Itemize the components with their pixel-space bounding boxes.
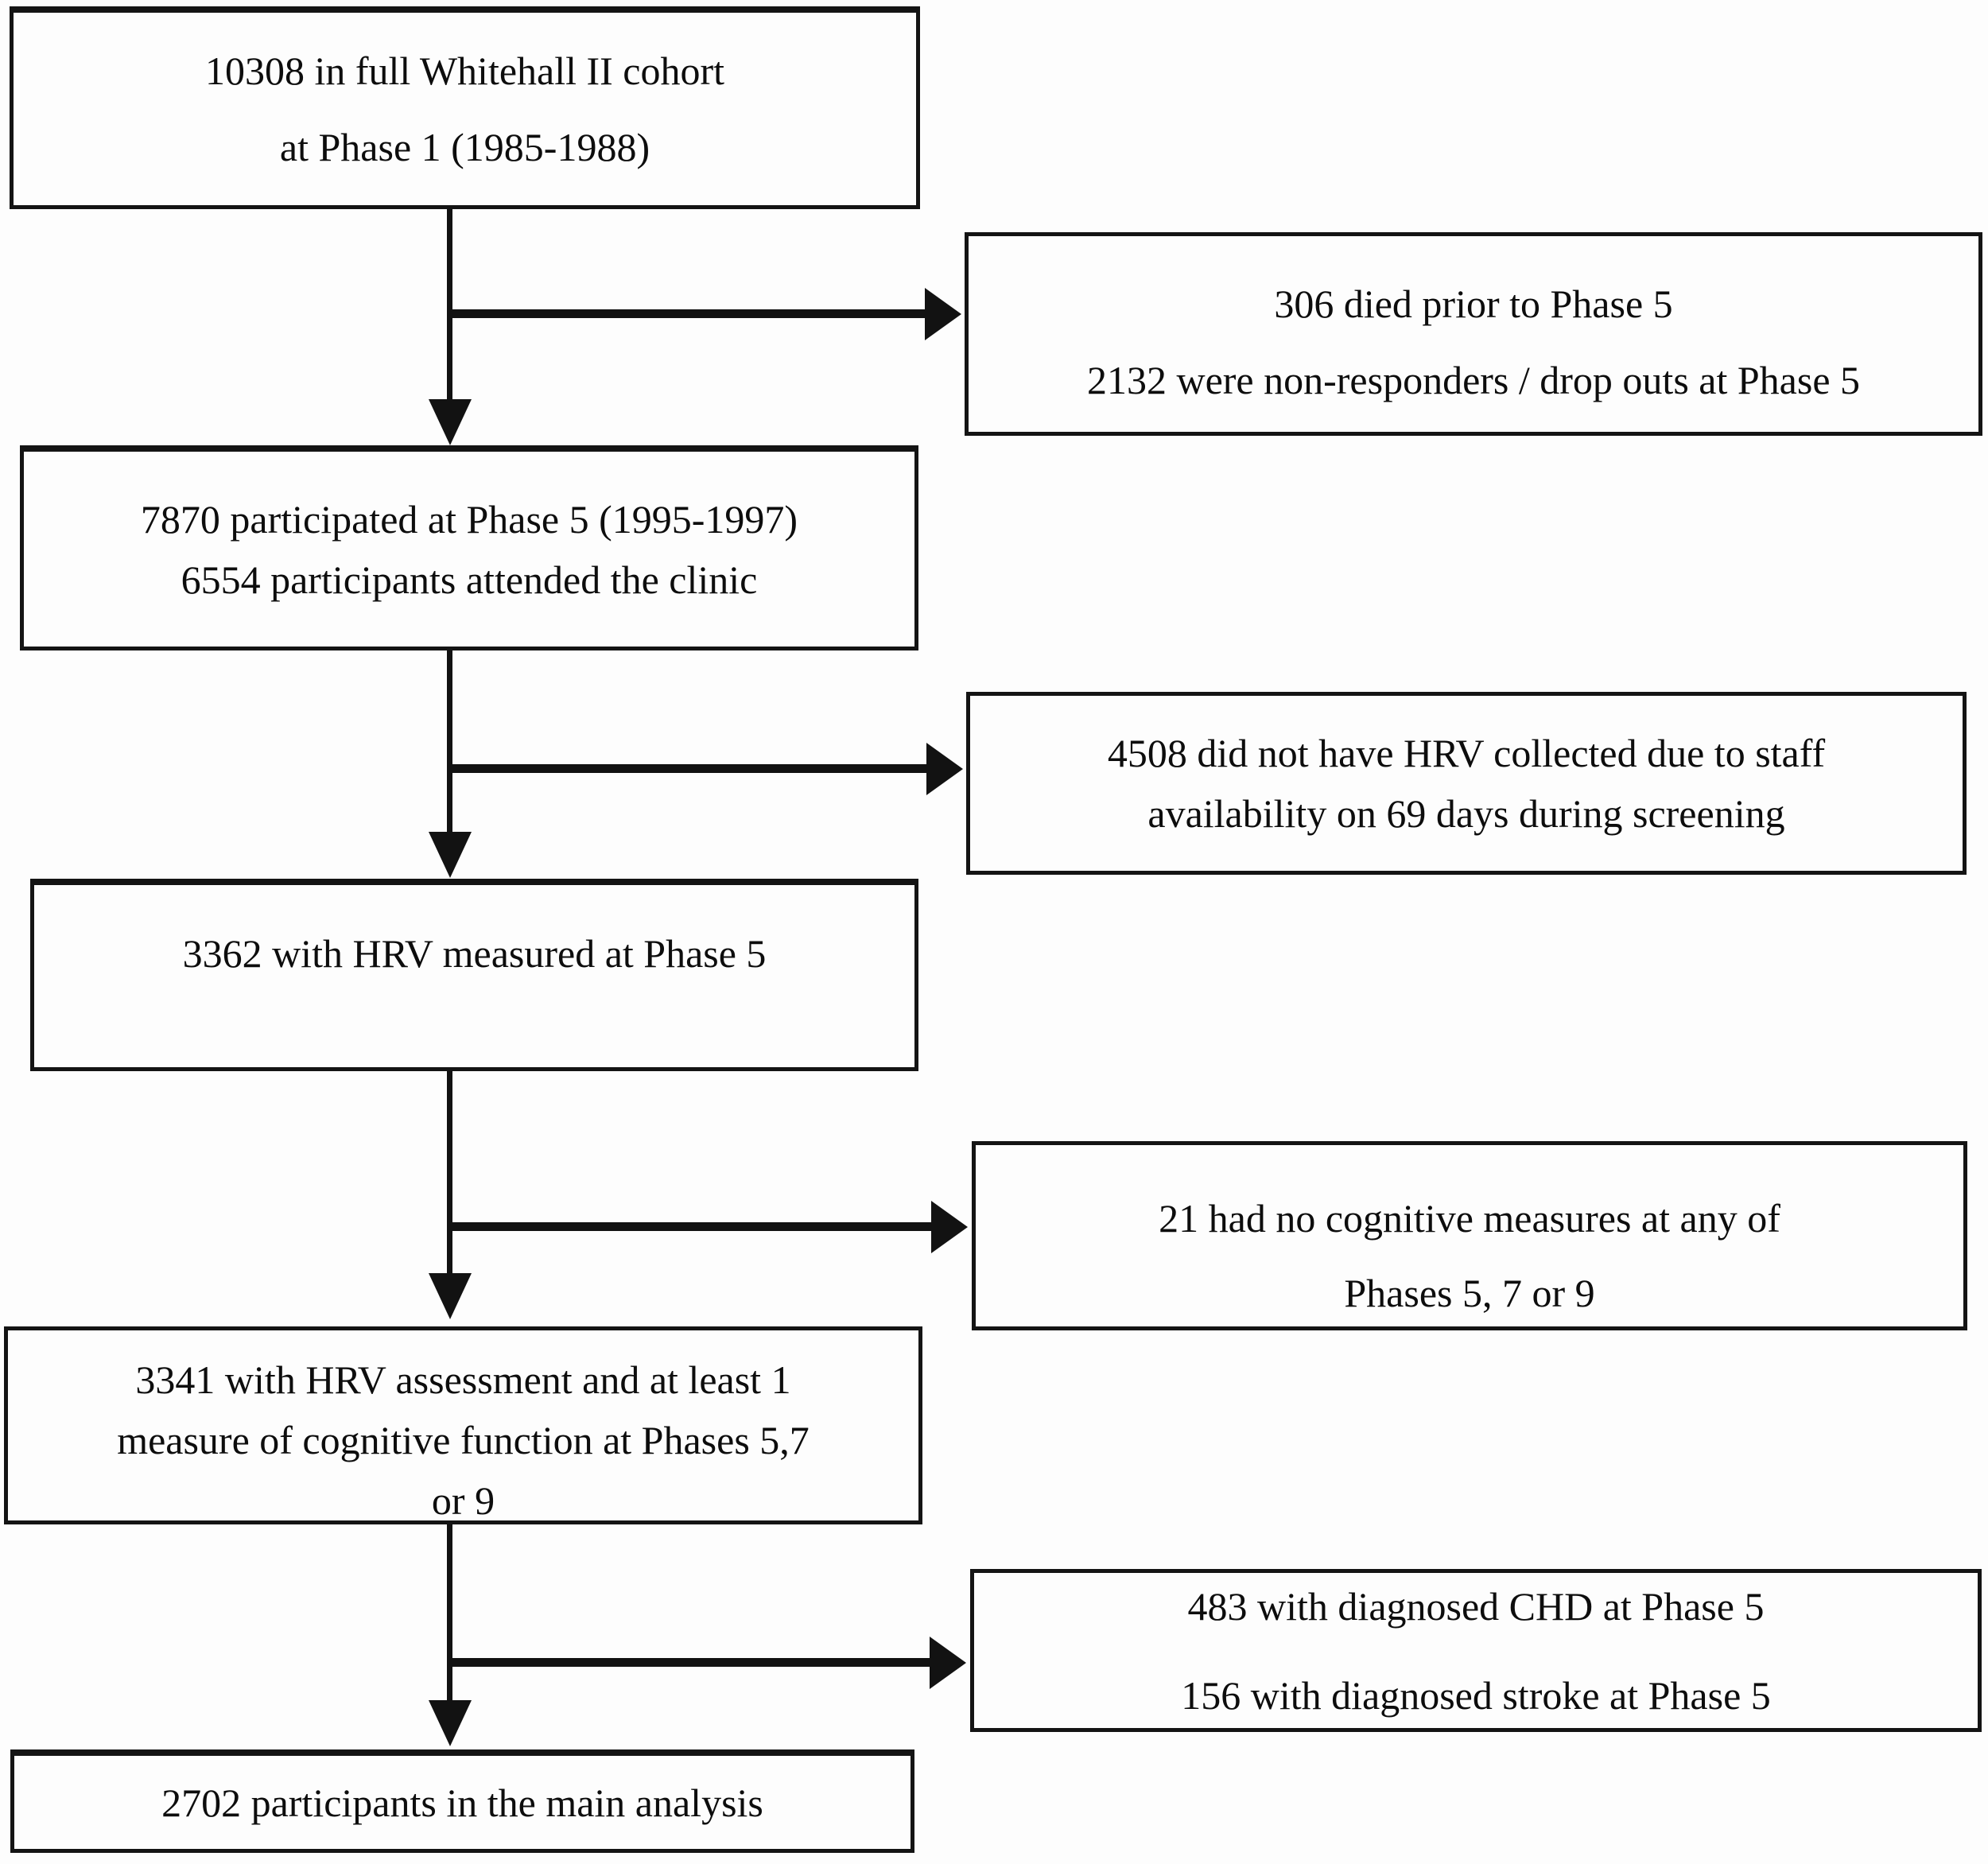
box-excluded-no-hrv: 4508 did not have HRV collected due to s… bbox=[966, 692, 1967, 875]
arrow-branch-to-no-cognitive-line bbox=[449, 1222, 933, 1231]
arrow-phase5-to-hrv-stem bbox=[447, 650, 452, 835]
arrow-cognitive-to-main-stem bbox=[447, 1524, 452, 1702]
box-participated-phase5-line2: 6554 participants attended the clinic bbox=[181, 557, 758, 602]
box-hrv-measured-line1: 3362 with HRV measured at Phase 5 bbox=[182, 931, 767, 976]
box-excluded-chd-stroke: 483 with diagnosed CHD at Phase 5 156 wi… bbox=[970, 1569, 1982, 1732]
box-excluded-no-cognitive-line1: 21 had no cognitive measures at any of bbox=[1159, 1196, 1780, 1241]
box-excluded-died-dropout: 306 died prior to Phase 5 2132 were non-… bbox=[965, 232, 1982, 436]
arrow-cohort-to-phase5-stem bbox=[447, 209, 452, 404]
arrow-cohort-to-phase5-down-arrowhead-icon bbox=[429, 399, 472, 445]
box-excluded-died-dropout-line2: 2132 were non-responders / drop outs at … bbox=[1086, 358, 1861, 402]
arrow-hrv-to-cognitive-down-arrowhead-icon bbox=[429, 1273, 472, 1319]
arrow-branch-to-chd-stroke-right-arrowhead-icon bbox=[930, 1637, 966, 1689]
box-main-analysis: 2702 participants in the main analysis bbox=[10, 1749, 914, 1853]
box-hrv-and-cognitive-line2: measure of cognitive function at Phases … bbox=[117, 1418, 810, 1462]
box-excluded-no-cognitive: 21 had no cognitive measures at any of P… bbox=[972, 1141, 1967, 1330]
box-excluded-no-hrv-line2: availability on 69 days during screening bbox=[1147, 791, 1785, 836]
arrow-branch-to-died-dropout-right-arrowhead-icon bbox=[925, 288, 961, 340]
box-excluded-died-dropout-line1: 306 died prior to Phase 5 bbox=[1274, 282, 1673, 326]
arrow-branch-to-no-hrv-right-arrowhead-icon bbox=[926, 743, 963, 795]
arrow-branch-to-no-cognitive-right-arrowhead-icon bbox=[931, 1201, 968, 1253]
box-full-cohort-phase1-line2: at Phase 1 (1985-1988) bbox=[279, 125, 650, 169]
box-participated-phase5-line1: 7870 participated at Phase 5 (1995-1997) bbox=[140, 496, 798, 542]
box-excluded-no-hrv-line1: 4508 did not have HRV collected due to s… bbox=[1107, 731, 1826, 775]
arrow-cognitive-to-main-down-arrowhead-icon bbox=[429, 1700, 472, 1746]
box-excluded-chd-stroke-line2: 156 with diagnosed stroke at Phase 5 bbox=[1181, 1672, 1771, 1718]
arrow-phase5-to-hrv-down-arrowhead-icon bbox=[429, 832, 472, 878]
box-hrv-and-cognitive-line1: 3341 with HRV assessment and at least 1 bbox=[135, 1357, 791, 1402]
arrow-hrv-to-cognitive-stem bbox=[447, 1071, 452, 1276]
box-participated-phase5: 7870 participated at Phase 5 (1995-1997)… bbox=[20, 445, 918, 650]
box-hrv-measured: 3362 with HRV measured at Phase 5 bbox=[30, 879, 918, 1071]
box-full-cohort-phase1: 10308 in full Whitehall II cohort at Pha… bbox=[10, 6, 920, 209]
box-hrv-and-cognitive: 3341 with HRV assessment and at least 1 … bbox=[4, 1326, 922, 1524]
box-main-analysis-line1: 2702 participants in the main analysis bbox=[161, 1780, 763, 1825]
arrow-branch-to-chd-stroke-line bbox=[449, 1658, 931, 1667]
box-full-cohort-phase1-line1: 10308 in full Whitehall II cohort bbox=[204, 49, 725, 93]
box-excluded-chd-stroke-line1: 483 with diagnosed CHD at Phase 5 bbox=[1187, 1583, 1765, 1629]
arrow-branch-to-died-dropout-line bbox=[449, 309, 926, 318]
box-excluded-no-cognitive-line2: Phases 5, 7 or 9 bbox=[1344, 1271, 1595, 1315]
box-hrv-and-cognitive-line3: or 9 bbox=[431, 1478, 495, 1523]
arrow-branch-to-no-hrv-line bbox=[449, 764, 928, 773]
